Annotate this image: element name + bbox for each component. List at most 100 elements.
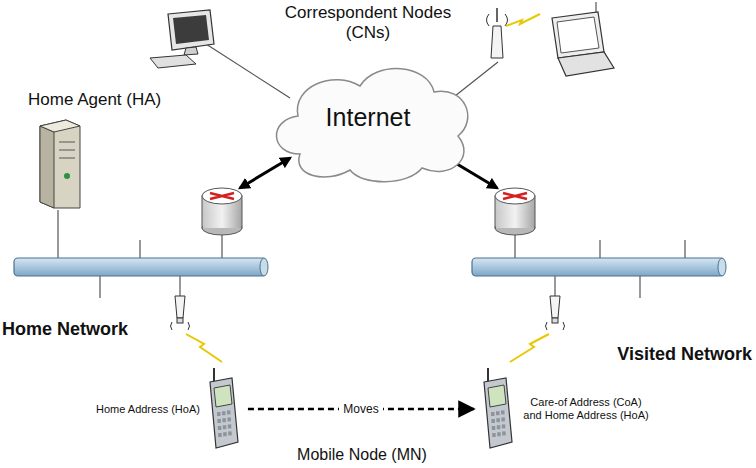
- drawing-part: [455, 62, 498, 96]
- phone-key: [501, 410, 505, 414]
- cloud-shape: [276, 69, 467, 182]
- drawing-part: [171, 322, 190, 330]
- phone-key: [218, 426, 222, 430]
- desktop-computer: [150, 10, 214, 68]
- phone-key: [228, 424, 232, 428]
- phone-antenna: [213, 368, 215, 382]
- group-label: Correspondent Nodes (CNs): [263, 3, 473, 42]
- drawing-part: [168, 10, 214, 50]
- drawing-part: [514, 235, 515, 258]
- phone-key: [491, 412, 495, 416]
- visited-network-bus: [472, 258, 726, 276]
- access-point: [487, 8, 508, 58]
- phone-icon: [478, 366, 518, 452]
- drawing-part: [599, 240, 600, 258]
- drawing-part: [684, 240, 685, 258]
- phone-key: [217, 419, 221, 423]
- drawing-part: [179, 276, 180, 296]
- laptop: [552, 2, 614, 76]
- drawing-part: [260, 258, 268, 276]
- phone-key: [228, 431, 232, 435]
- drawing-part: [554, 276, 555, 296]
- phone-screen: [214, 385, 232, 407]
- drawing-part: [552, 318, 558, 323]
- drawing-part: [210, 193, 234, 199]
- home-agent: Home Agent (HA): [28, 90, 161, 212]
- drawing-part: [495, 188, 535, 204]
- drawing-part: [184, 47, 198, 55]
- server-slot: [59, 157, 75, 158]
- drawing-part: [550, 296, 560, 318]
- drawing-part: [240, 158, 290, 188]
- internet-cloud: Internet: [262, 58, 474, 183]
- server-side: [40, 126, 54, 208]
- wireless-bolt: [186, 334, 222, 362]
- address-label: Home Address (HoA): [96, 403, 204, 416]
- drawing-part: [496, 8, 498, 22]
- drawing-part: [203, 210, 241, 228]
- network-label: Home Network: [2, 319, 128, 340]
- wireless-bolt: [510, 334, 549, 362]
- drawing-part: [221, 235, 222, 258]
- mobile-node-home: Home Address (HoA): [96, 366, 244, 452]
- home-access-point: [171, 296, 190, 330]
- drawing-part: [202, 188, 242, 204]
- phone-key: [492, 433, 496, 437]
- node-heading: Home Agent (HA): [28, 90, 161, 110]
- phone-key: [502, 424, 506, 428]
- phone-key: [497, 425, 501, 429]
- home-network-bus: [14, 258, 268, 276]
- phone-icon: [204, 366, 244, 452]
- drawing-part: [546, 322, 565, 330]
- phone-screen: [488, 385, 506, 407]
- drawing-part: [557, 17, 599, 53]
- drawing-part: [472, 258, 724, 276]
- phone-body: [484, 378, 512, 448]
- network-label: Visited Network: [617, 344, 752, 365]
- phone-key: [492, 426, 496, 430]
- wireless-bolt: [506, 14, 540, 26]
- phone-key: [491, 419, 495, 423]
- phone-antenna: [487, 368, 489, 382]
- drawing-part: [503, 193, 527, 199]
- phone-key: [227, 417, 231, 421]
- drawing-part: [496, 210, 534, 228]
- drawing-part: [718, 258, 726, 276]
- drawing-part: [639, 276, 640, 298]
- address-label: Care-of Address (CoA) and Home Address (…: [518, 396, 650, 421]
- drawing-part: [139, 240, 140, 258]
- phone-key: [497, 432, 501, 436]
- phone-key: [223, 432, 227, 436]
- phone-key: [496, 411, 500, 415]
- server-body: [40, 120, 80, 208]
- visited-router: [495, 188, 535, 235]
- phone-key: [222, 411, 226, 415]
- mobile-node-visited: Care-of Address (CoA) and Home Address (…: [478, 366, 650, 452]
- drawing-part: [150, 55, 196, 68]
- group-label: Mobile Node (MN): [262, 446, 462, 464]
- visited-access-point: [546, 296, 565, 330]
- drawing-part: [175, 296, 185, 318]
- server-icon: [34, 116, 84, 212]
- drawing-part: [57, 210, 58, 258]
- phone-key: [223, 425, 227, 429]
- drawing-part: [177, 318, 183, 323]
- drawing-part: [99, 276, 100, 298]
- drawing-part: [552, 12, 604, 58]
- drawing-part: [206, 44, 290, 98]
- bus-drops: [58, 210, 685, 298]
- cloud-label: Internet: [326, 103, 411, 132]
- server-slot: [59, 141, 75, 142]
- drawing-part: [491, 26, 503, 58]
- home-router: [202, 188, 242, 235]
- server-top: [40, 120, 80, 132]
- phone-key: [222, 418, 226, 422]
- phone-key: [496, 418, 500, 422]
- drawing-part: [487, 14, 508, 26]
- phone-key: [227, 410, 231, 414]
- phone-body: [210, 378, 238, 448]
- phone-key: [502, 431, 506, 435]
